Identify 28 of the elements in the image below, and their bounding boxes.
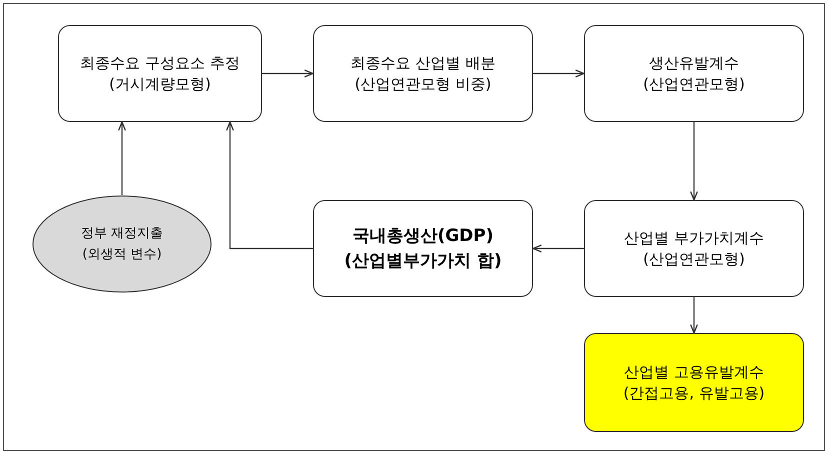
box-text: 생산유발계수 — [649, 52, 739, 74]
box-text: 국내총생산(GDP) — [352, 224, 494, 248]
arrow — [690, 122, 698, 201]
box-text: (산업연관모형) — [643, 74, 745, 94]
box-text: (산업연관모형) — [643, 248, 745, 270]
box-text: 최종수요 구성요소 추정 — [80, 52, 240, 74]
arrow — [690, 297, 698, 334]
box-text: 산업별 고용유발계수 — [624, 362, 764, 382]
process-ellipse — [32, 195, 212, 293]
process-box — [584, 200, 804, 297]
box-text: (외생적 변수) — [82, 246, 162, 264]
arrow — [532, 244, 584, 252]
process-box — [584, 25, 804, 122]
box-text: (산업연관모형 비중) — [354, 74, 492, 94]
process-box — [313, 200, 533, 297]
box-text: 정부 재정지출 — [80, 225, 164, 243]
box-text: (거시계량모형) — [109, 74, 211, 94]
arrow — [262, 70, 314, 78]
box-text: 산업별 부가가치계수 — [624, 228, 764, 248]
arrow — [533, 70, 585, 78]
arrow — [226, 121, 313, 250]
box-text: (산업별부가가치 합) — [344, 250, 502, 272]
process-box — [313, 25, 533, 122]
process-box — [58, 25, 262, 122]
box-text: 최종수요 산업별 배분 — [350, 52, 496, 74]
process-box — [584, 333, 804, 432]
arrow — [118, 121, 126, 195]
box-text: (간접고용, 유발고용) — [623, 382, 765, 404]
